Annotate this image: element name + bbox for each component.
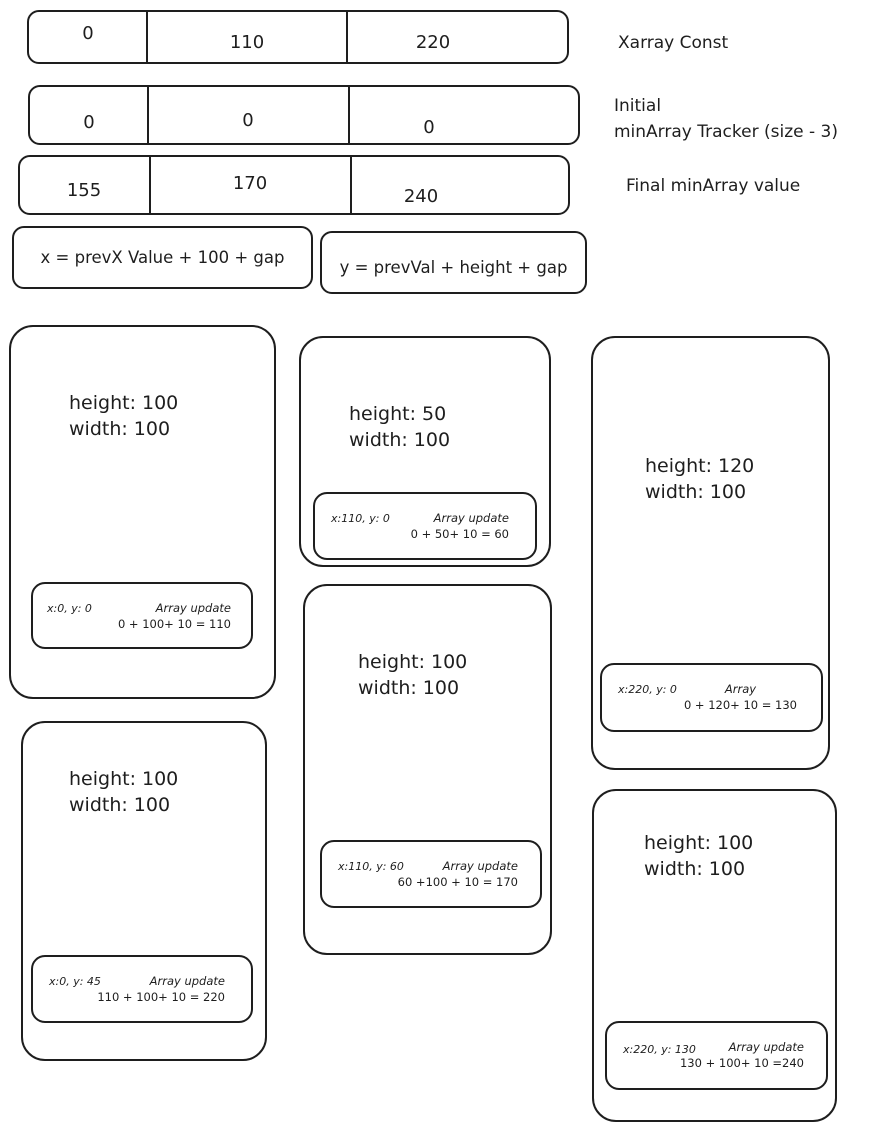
initial-minarray-box: 0 0 0: [28, 85, 580, 145]
update-title: Array update: [442, 859, 518, 873]
card-info-box: x:220, y: 0 Array 0 + 120+ 10 = 130: [600, 663, 823, 732]
card-width: width: 100: [69, 417, 171, 440]
layout-card-5: height: 120 width: 100 x:220, y: 0 Array…: [591, 336, 830, 770]
card-array-update: Array update 110 + 100+ 10 = 220: [97, 973, 225, 1005]
initial-label-line2: minArray Tracker (size - 3): [614, 121, 838, 142]
card-width: width: 100: [645, 480, 747, 503]
array-cell: 240: [403, 185, 439, 207]
array-cell: 220: [415, 31, 451, 53]
array-divider: [149, 156, 151, 214]
array-divider: [350, 156, 352, 214]
card-coord: x:0, y: 0: [47, 602, 92, 615]
array-cell: 170: [232, 172, 268, 194]
card-dimensions: height: 120 width: 100: [645, 454, 754, 505]
card-info-box: x:0, y: 45 Array update 110 + 100+ 10 = …: [31, 955, 253, 1023]
card-info-box: x:220, y: 130 Array update 130 + 100+ 10…: [605, 1021, 828, 1090]
initial-label: Initial minArray Tracker (size - 3): [614, 94, 838, 145]
card-height: height: 100: [644, 832, 754, 854]
card-info-box: x:110, y: 60 Array update 60 +100 + 10 =…: [320, 840, 542, 908]
update-expr: 110 + 100+ 10 = 220: [97, 990, 225, 1005]
card-height: height: 120: [645, 455, 755, 477]
update-title: Array update: [728, 1040, 804, 1054]
update-title: Array update: [155, 601, 231, 615]
card-coord: x:110, y: 60: [338, 860, 404, 873]
card-coord: x:110, y: 0: [331, 512, 390, 525]
xarray-label: Xarray Const: [618, 33, 729, 53]
array-cell: 0: [82, 22, 94, 44]
card-width: width: 100: [644, 857, 746, 880]
array-cell: 0: [83, 111, 95, 133]
card-coord: x:220, y: 0: [618, 683, 677, 696]
layout-card-6: height: 100 width: 100 x:220, y: 130 Arr…: [592, 789, 837, 1122]
update-expr: 60 +100 + 10 = 170: [397, 875, 518, 890]
card-height: height: 100: [69, 768, 179, 790]
card-dimensions: height: 100 width: 100: [358, 650, 467, 701]
array-cell: 0: [242, 109, 254, 131]
final-label: Final minArray value: [626, 176, 801, 196]
update-expr: 130 + 100+ 10 =240: [679, 1056, 804, 1071]
card-array-update: Array 0 + 120+ 10 = 130: [684, 681, 797, 713]
card-dimensions: height: 100 width: 100: [69, 391, 178, 442]
y-formula-box: y = prevVal + height + gap: [320, 231, 587, 294]
card-info-box: x:0, y: 0 Array update 0 + 100+ 10 = 110: [31, 582, 253, 649]
layout-card-4: height: 100 width: 100 x:110, y: 60 Arra…: [303, 584, 552, 955]
update-title: Array: [724, 682, 757, 696]
array-cell: 0: [423, 116, 435, 138]
update-expr: 0 + 120+ 10 = 130: [683, 698, 797, 713]
card-width: width: 100: [358, 676, 460, 699]
layout-card-1: height: 100 width: 100 x:0, y: 0 Array u…: [9, 325, 276, 699]
array-divider: [346, 11, 348, 63]
update-expr: 0 + 50+ 10 = 60: [410, 527, 509, 542]
array-cell: 155: [66, 179, 102, 201]
card-info-box: x:110, y: 0 Array update 0 + 50+ 10 = 60: [313, 492, 537, 560]
array-cell: 110: [229, 31, 265, 53]
final-minarray-box: 155 170 240: [18, 155, 570, 215]
card-array-update: Array update 0 + 50+ 10 = 60: [411, 510, 509, 542]
card-coord: x:220, y: 130: [623, 1043, 696, 1056]
update-title: Array update: [433, 511, 509, 525]
array-divider: [147, 86, 149, 144]
array-divider: [146, 11, 148, 63]
initial-label-line1: Initial: [614, 96, 662, 116]
card-width: width: 100: [69, 793, 171, 816]
card-dimensions: height: 50 width: 100: [349, 402, 450, 453]
card-dimensions: height: 100 width: 100: [644, 831, 753, 882]
card-width: width: 100: [349, 428, 451, 451]
card-coord: x:0, y: 45: [49, 975, 101, 988]
card-height: height: 100: [358, 651, 468, 673]
card-array-update: Array update 0 + 100+ 10 = 110: [118, 600, 231, 632]
card-array-update: Array update 130 + 100+ 10 =240: [680, 1039, 804, 1071]
update-title: Array update: [149, 974, 225, 988]
card-height: height: 50: [349, 403, 447, 425]
x-formula-box: x = prevX Value + 100 + gap: [12, 226, 313, 289]
layout-card-3: height: 50 width: 100 x:110, y: 0 Array …: [299, 336, 551, 567]
card-height: height: 100: [69, 392, 179, 414]
update-expr: 0 + 100+ 10 = 110: [117, 617, 231, 632]
card-dimensions: height: 100 width: 100: [69, 767, 178, 818]
layout-card-2: height: 100 width: 100 x:0, y: 45 Array …: [21, 721, 267, 1061]
card-array-update: Array update 60 +100 + 10 = 170: [398, 858, 518, 890]
array-divider: [348, 86, 350, 144]
xarray-const-box: 0 110 220: [27, 10, 569, 64]
